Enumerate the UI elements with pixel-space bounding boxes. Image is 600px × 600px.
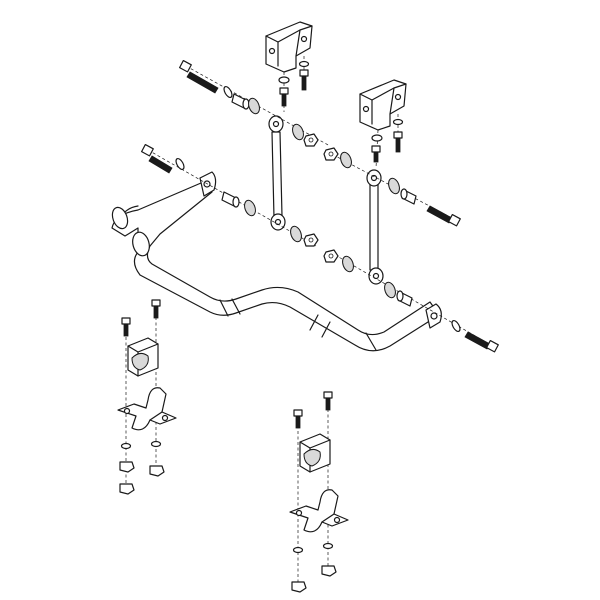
mount-nut-left-a bbox=[119, 461, 135, 473]
mount-washer-right-a bbox=[292, 546, 304, 554]
bracket-left-bolt-right bbox=[299, 69, 309, 91]
bracket-left-bolt-left bbox=[279, 87, 289, 107]
mount-bolt-right-a bbox=[293, 409, 303, 586]
frame-bracket-left bbox=[265, 21, 313, 112]
bracket-left-washer-right bbox=[298, 60, 310, 68]
bracket-right-bolt-right bbox=[393, 131, 403, 153]
washer-lower-right bbox=[451, 319, 461, 333]
bushing-lower-left bbox=[244, 199, 256, 217]
mount-nut-right-a bbox=[321, 565, 337, 577]
mount-washer-left-b bbox=[150, 440, 162, 448]
bushing-lower-right-b bbox=[384, 281, 396, 299]
bushing-upper-left-b bbox=[292, 123, 304, 141]
bracket-right-washer-left bbox=[371, 134, 383, 142]
mount-washer-left-a bbox=[120, 442, 132, 450]
link-bolt-lower-right bbox=[464, 331, 499, 353]
mount-bolt-left-b bbox=[151, 299, 161, 470]
bushing-lower-left-b bbox=[290, 225, 302, 243]
spacer-upper-left bbox=[231, 93, 250, 110]
bushing-upper-right bbox=[340, 151, 352, 169]
mount-bolt-left-a bbox=[121, 317, 131, 488]
mount-nut-left-b bbox=[149, 465, 165, 477]
bar-bushing-right bbox=[299, 433, 331, 473]
spacer-lower-right bbox=[396, 290, 413, 307]
bracket-right-washer-right bbox=[392, 118, 404, 126]
link-bolt-upper-left bbox=[178, 59, 331, 147]
bracket-right-bolt-left bbox=[371, 145, 381, 163]
end-link-right bbox=[366, 169, 384, 285]
mount-nut-left-c bbox=[119, 483, 135, 495]
spacer-upper-right bbox=[400, 188, 417, 205]
bushing-upper-right-b bbox=[388, 177, 400, 195]
bushing-lower-right bbox=[342, 255, 354, 273]
u-strap-left bbox=[117, 387, 177, 431]
bushing-upper-left bbox=[248, 97, 260, 115]
frame-bracket-right bbox=[359, 79, 407, 169]
bracket-left-washer-left bbox=[278, 76, 290, 84]
link-bolt-upper-right bbox=[426, 205, 461, 227]
end-link-left bbox=[268, 115, 286, 231]
mount-washer-right-b bbox=[322, 542, 334, 550]
link-bolt-lower-left bbox=[140, 143, 317, 247]
washer-upper-left-a bbox=[223, 85, 233, 99]
nut-upper-left bbox=[303, 133, 319, 147]
mount-nut-right-b bbox=[291, 581, 307, 593]
u-strap-right bbox=[289, 489, 349, 533]
spacer-lower-left bbox=[221, 191, 240, 208]
nut-lower-left bbox=[303, 233, 319, 247]
washer-lower-left-a bbox=[175, 157, 185, 171]
bar-bushing-left bbox=[127, 337, 159, 377]
